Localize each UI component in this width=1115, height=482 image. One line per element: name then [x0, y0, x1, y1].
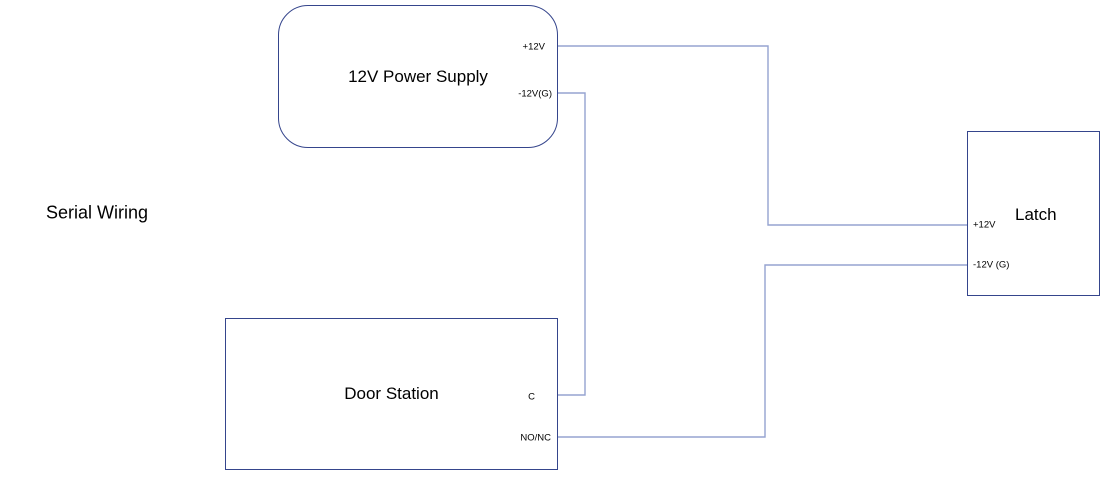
door-station-box: Door Station C NO/NC [225, 318, 558, 470]
power-supply-terminal-plus12v: +12V [522, 41, 545, 53]
wire-powersupply-plus-to-latch-plus [558, 45, 967, 226]
latch-box: Latch +12V -12V (G) [967, 131, 1100, 296]
latch-label: Latch [1015, 205, 1057, 224]
power-supply-box: 12V Power Supply +12V -12V(G) [278, 5, 558, 148]
wire-powersupply-minus-to-doorstation-c [558, 92, 586, 396]
door-station-terminal-c: C [528, 391, 535, 403]
power-supply-label: 12V Power Supply [348, 66, 488, 86]
latch-terminal-minus12v: -12V (G) [973, 259, 1010, 271]
door-station-label: Door Station [344, 384, 439, 403]
latch-terminal-plus12v: +12V [973, 219, 996, 231]
diagram-title: Serial Wiring [46, 202, 149, 223]
power-supply-terminal-minus12v: -12V(G) [518, 88, 552, 100]
wire-doorstation-nonc-to-latch-minus [558, 264, 967, 438]
door-station-terminal-nonc: NO/NC [520, 432, 551, 444]
